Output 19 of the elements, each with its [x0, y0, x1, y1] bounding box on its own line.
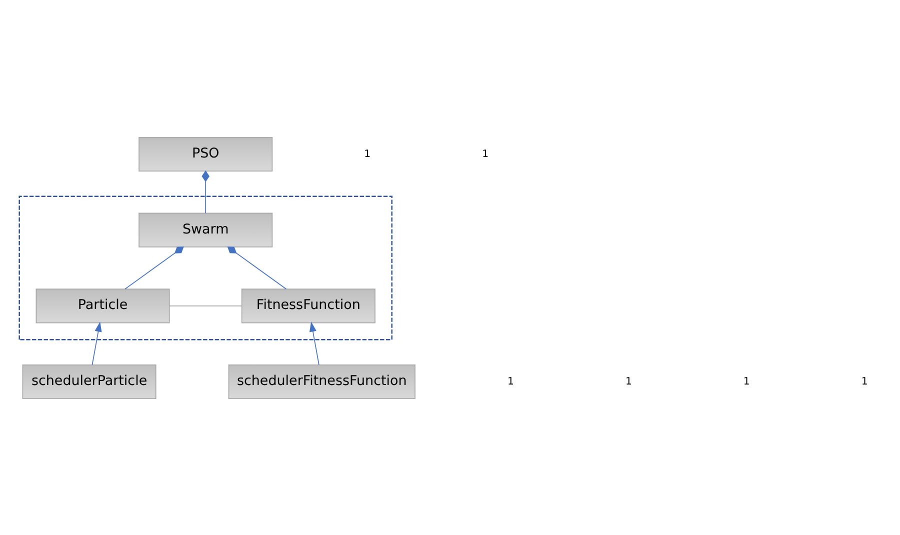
- label: 1: [482, 148, 489, 160]
- node-box: FitnessFunction: [241, 288, 376, 323]
- label: 1: [861, 376, 868, 387]
- connector: [124, 246, 184, 289]
- label: 1: [364, 148, 371, 160]
- connector: [227, 246, 287, 289]
- arrow: [92, 321, 102, 365]
- label: 1: [743, 376, 750, 387]
- cluster: [18, 195, 392, 340]
- node-box: PSO: [138, 136, 273, 171]
- node-box: schedulerFitnessFunction: [228, 364, 416, 399]
- label: 1: [625, 376, 632, 387]
- arrow: [309, 321, 320, 365]
- node-box: schedulerParticle: [22, 364, 156, 399]
- connector: [169, 305, 242, 306]
- node-box: Swarm: [138, 212, 273, 247]
- connector: [202, 170, 210, 214]
- node-box: Particle: [36, 288, 170, 323]
- label: 1: [507, 376, 514, 387]
